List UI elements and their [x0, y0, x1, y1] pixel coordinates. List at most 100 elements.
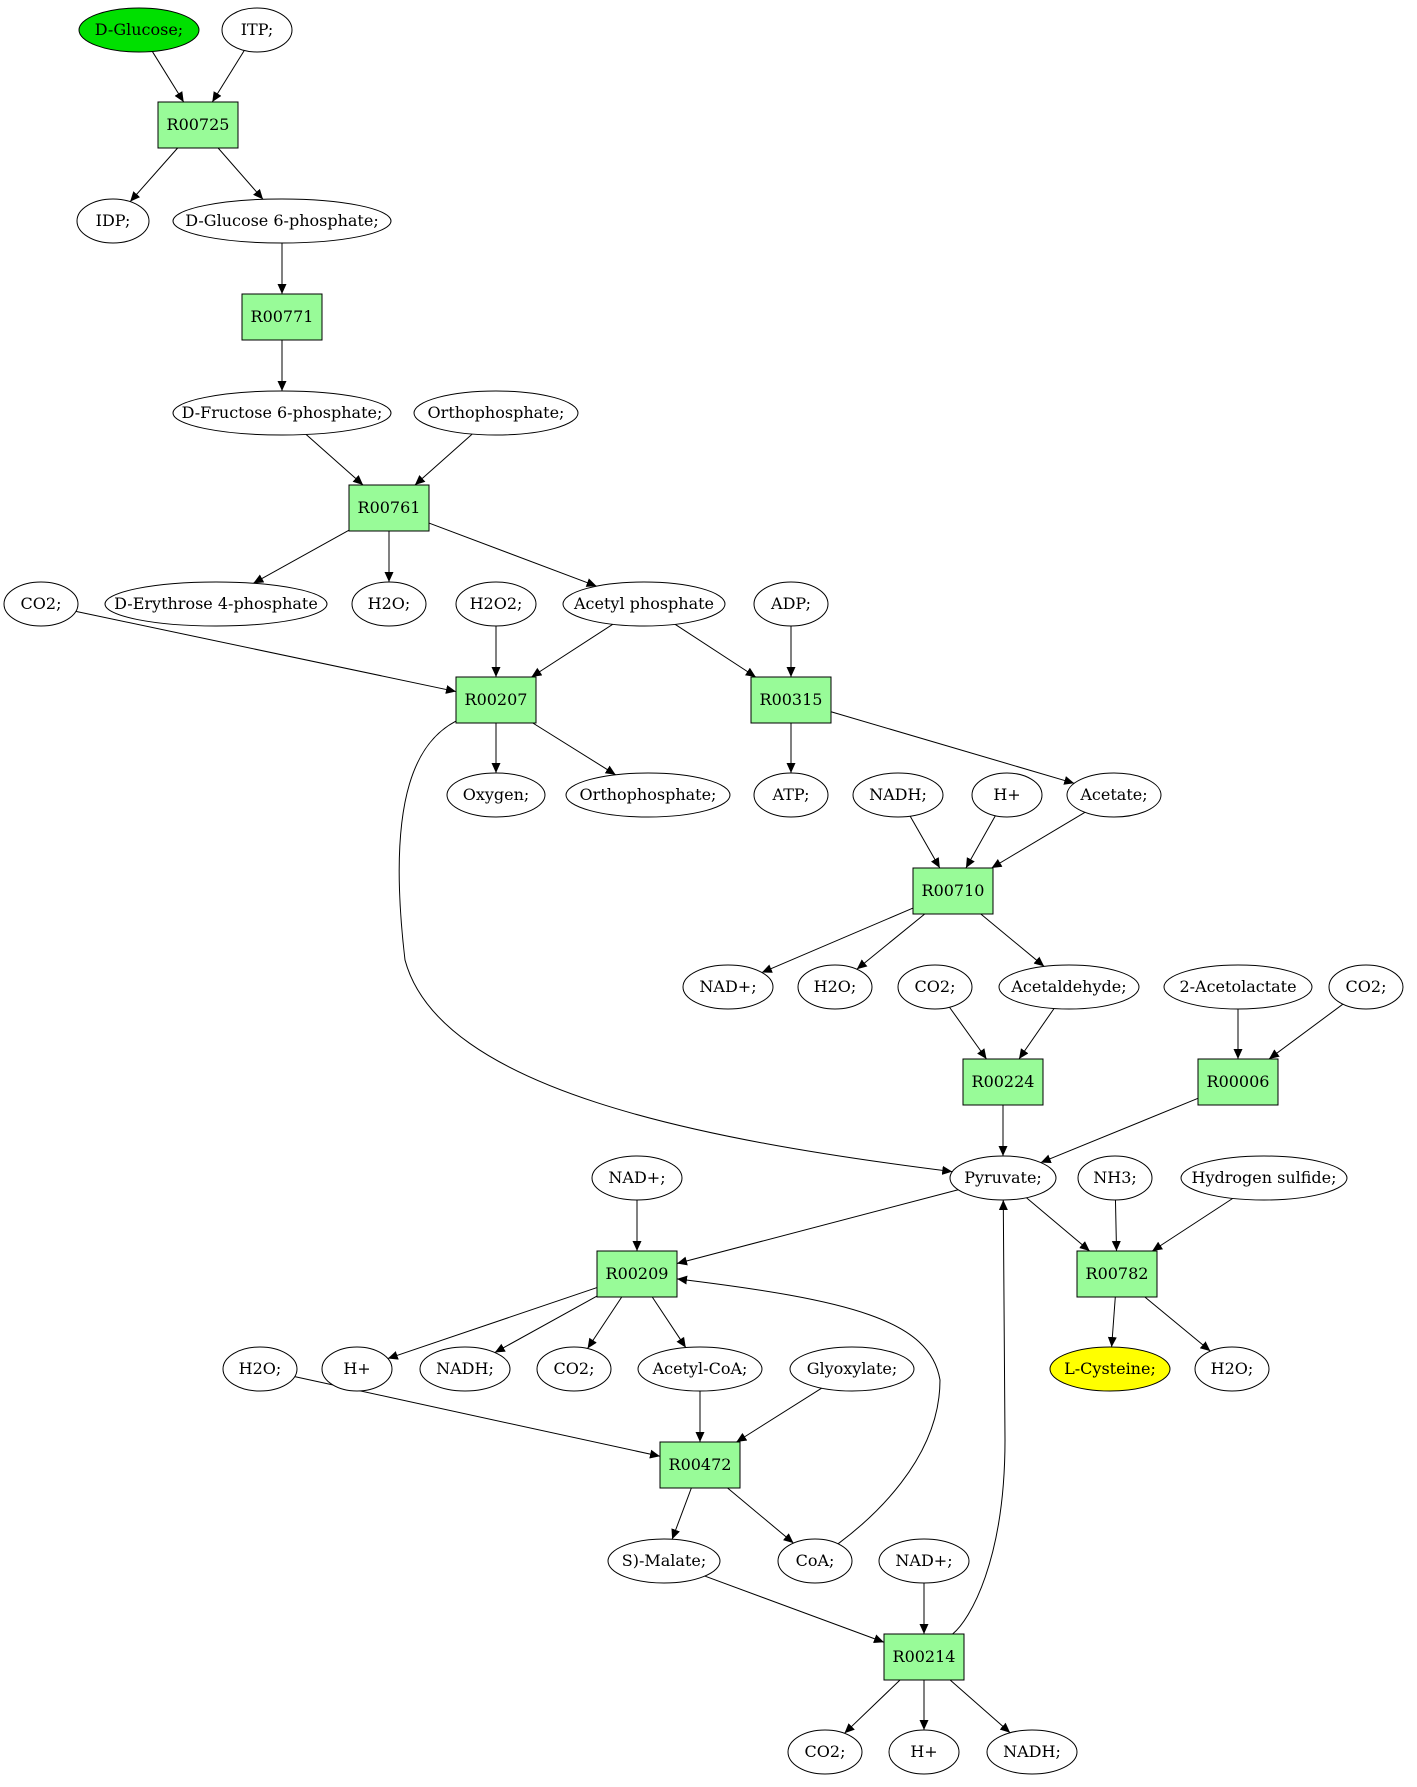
node-label: Orthophosphate;	[428, 403, 565, 422]
edge-r_R00315-to-c_acetate	[830, 711, 1075, 785]
edge-c_acetaldehyde-to-r_R00224	[1018, 1008, 1055, 1060]
node-label: CO2;	[1346, 977, 1387, 996]
edge-c_dglucose-to-r_R00725	[151, 51, 185, 103]
reaction-box	[750, 676, 832, 724]
compound-node-c_hplus_1: H+	[971, 772, 1043, 818]
edge-c_co2_2-to-r_R00224	[949, 1006, 987, 1060]
compound-ellipse	[777, 1538, 853, 1584]
compound-node-c_itp: ITP;	[221, 7, 293, 53]
edge-r_R00710-to-c_nadplus_1	[761, 907, 914, 973]
compound-ellipse	[753, 581, 829, 627]
compound-ellipse	[1328, 964, 1404, 1010]
edge-c_f6p-to-r_R00761	[305, 434, 364, 486]
compound-ellipse	[897, 964, 973, 1010]
compound-node-c_acetate: Acetate;	[1066, 772, 1162, 818]
compound-node-c_h2o_2: H2O;	[797, 964, 873, 1010]
compound-node-c_co2_4: CO2;	[536, 1346, 612, 1392]
compound-node-c_smalate: S)-Malate;	[607, 1538, 721, 1584]
edges-layer	[75, 50, 1344, 1734]
reaction-node-r_R00725: R00725	[157, 101, 239, 149]
compound-ellipse	[104, 581, 328, 627]
compound-node-c_acetolactate: 2-Acetolactate	[1163, 964, 1313, 1010]
reaction-box	[1076, 1250, 1158, 1298]
edge-c_smalate-to-r_R00214	[704, 1575, 885, 1643]
compound-node-c_f6p: D-Fructose 6-phosphate;	[172, 390, 392, 436]
compound-node-c_h2s: Hydrogen sulfide;	[1180, 1155, 1348, 1201]
compound-node-c_orthophosphate_2: Orthophosphate;	[565, 772, 731, 818]
node-label: R00209	[606, 1264, 669, 1283]
node-label: R00207	[465, 690, 528, 709]
node-label: H2O;	[814, 977, 857, 996]
compound-ellipse	[682, 964, 774, 1010]
node-label: L-Cysteine;	[1064, 1359, 1156, 1378]
reaction-node-r_R00782: R00782	[1076, 1250, 1158, 1298]
compound-node-c_co2_2: CO2;	[897, 964, 973, 1010]
reaction-box	[348, 484, 430, 532]
node-label: Acetate;	[1079, 785, 1147, 804]
compound-node-c_nadh_3: NADH;	[986, 1729, 1078, 1775]
edge-r_R00472-to-c_smalate	[671, 1487, 692, 1540]
compound-node-c_idp: IDP;	[76, 198, 150, 244]
compound-ellipse	[888, 1729, 960, 1775]
compound-node-c_acetylphosphate: Acetyl phosphate	[562, 581, 726, 627]
node-label: NADH;	[436, 1359, 494, 1378]
compound-ellipse	[797, 964, 873, 1010]
compound-node-c_co2_5: CO2;	[787, 1729, 863, 1775]
edge-c_nh3-to-r_R00782	[1111, 1199, 1121, 1252]
reaction-node-r_R00006: R00006	[1197, 1058, 1279, 1106]
compound-ellipse	[3, 581, 79, 627]
edge-r_R00209-to-c_hplus_2	[387, 1287, 598, 1360]
compound-ellipse	[413, 390, 579, 436]
reaction-node-r_R00209: R00209	[596, 1250, 678, 1298]
node-label: D-Glucose;	[95, 20, 183, 39]
compound-ellipse	[607, 1538, 721, 1584]
reaction-box	[659, 1441, 741, 1489]
node-label: R00472	[669, 1455, 732, 1474]
node-label: D-Fructose 6-phosphate;	[182, 403, 383, 422]
edge-c_h2s-to-r_R00782	[1151, 1197, 1234, 1252]
node-label: D-Glucose 6-phosphate;	[185, 211, 378, 230]
edge-c_acetate-to-r_R00710	[991, 811, 1086, 869]
compound-ellipse	[971, 772, 1043, 818]
edge-r_R00209-to-c_nadh_2	[494, 1295, 598, 1353]
edge-c_co2_1-to-r_R00207	[75, 610, 457, 694]
edge-r_R00207-to-c_pyruvate	[398, 720, 953, 1175]
compound-ellipse	[1066, 772, 1162, 818]
compound-ellipse	[172, 390, 392, 436]
compound-ellipse	[1180, 1155, 1348, 1201]
reaction-node-r_R00315: R00315	[750, 676, 832, 724]
compound-ellipse	[455, 581, 537, 627]
compound-node-c_h2o_3: H2O;	[222, 1346, 298, 1392]
edge-r_R00710-to-c_acetaldehyde	[980, 913, 1045, 967]
edge-c_coa-to-r_R00209	[676, 1275, 941, 1545]
node-label: D-Erythrose 4-phosphate	[114, 594, 318, 613]
compound-node-c_g6p: D-Glucose 6-phosphate;	[172, 198, 392, 244]
edge-c_nadh_1-to-r_R00710	[909, 815, 941, 869]
reaction-box	[241, 293, 323, 341]
compound-node-c_hplus_2: H+	[321, 1346, 393, 1392]
compound-ellipse	[789, 1346, 915, 1392]
compound-ellipse	[1163, 964, 1313, 1010]
compound-node-c_orthophosphate_1: Orthophosphate;	[413, 390, 579, 436]
node-label: Acetaldehyde;	[1010, 977, 1126, 996]
node-label: NADH;	[869, 785, 927, 804]
compound-ellipse	[637, 1346, 763, 1392]
node-label: 2-Acetolactate	[1179, 977, 1296, 996]
compound-ellipse	[172, 198, 392, 244]
node-label: NADH;	[1003, 1742, 1061, 1761]
compound-node-c_oxygen: Oxygen;	[446, 772, 546, 818]
edge-r_R00209-to-c_co2_4	[587, 1296, 623, 1349]
reaction-node-r_R00761: R00761	[348, 484, 430, 532]
edge-r_R00782-to-c_lcysteine	[1107, 1296, 1117, 1348]
node-label: R00771	[251, 307, 314, 326]
compound-ellipse	[76, 198, 150, 244]
edge-c_acetylphosphate-to-r_R00315	[674, 623, 757, 678]
edge-c_co2_3-to-r_R00006	[1268, 1003, 1344, 1060]
reaction-node-r_R00472: R00472	[659, 1441, 741, 1489]
node-label: R00710	[922, 881, 985, 900]
edge-c_itp-to-r_R00725	[211, 50, 245, 103]
reaction-box	[883, 1633, 965, 1681]
node-label: H+	[343, 1359, 370, 1378]
reaction-node-r_R00224: R00224	[962, 1058, 1044, 1106]
